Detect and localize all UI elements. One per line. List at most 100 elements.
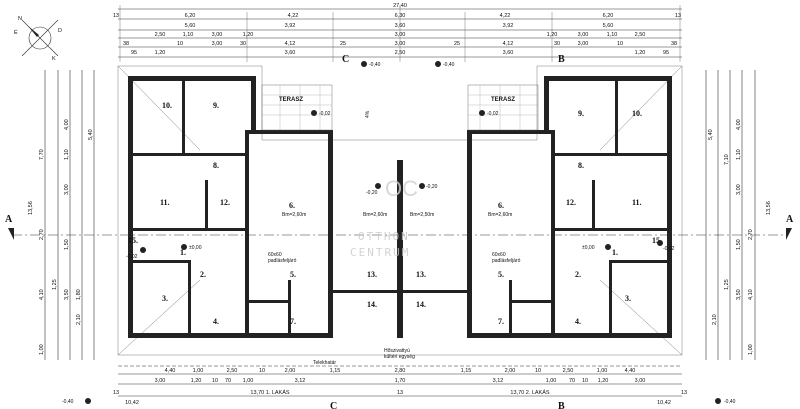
dim-bottom-r2: 1,20: [191, 378, 202, 384]
tile-note: padlásfeljáró: [492, 258, 521, 264]
room-label: 15.: [652, 236, 662, 245]
right-room-labels: 9. 10. 8. 12. 11. 6. 1. 15. 2. 3. 4. 5. …: [410, 109, 662, 326]
dim-top-r4: 3,00: [578, 41, 589, 47]
ceiling-height: Bm=2,60m: [282, 212, 306, 218]
dim-bottom-r1: 1,15: [330, 368, 341, 374]
dim-left: 5,40: [88, 129, 94, 140]
room-label: 9.: [213, 101, 219, 110]
dim-bottom-r2: 3,12: [493, 378, 504, 384]
right-apartment-walls: [397, 76, 672, 338]
dim-bottom-r2: 70: [569, 378, 575, 384]
watermark: OC OTTHON CENTRUM: [350, 176, 418, 259]
dim-top-r3: 1,10: [607, 32, 618, 38]
dim-top-r4: 25: [454, 41, 460, 47]
dim-top-r5: 2,50: [395, 50, 406, 56]
level-terrace-left: -0,02: [319, 111, 331, 117]
dim-top-r3: 1,20: [243, 32, 254, 38]
level-entry-left: -0,02: [126, 254, 138, 260]
room-label: 8.: [578, 161, 584, 170]
dim-total: 27,40: [393, 3, 407, 9]
dim-top-r1: 4,22: [500, 13, 511, 19]
room-label: 4.: [575, 317, 581, 326]
dim-bottom-r1: 1,00: [193, 368, 204, 374]
dim-top-r4: 25: [340, 41, 346, 47]
room-label: 13.: [367, 270, 377, 279]
compass-k: K: [52, 56, 56, 62]
room-label: 15.: [128, 236, 138, 245]
dim-bottom-r1: 4,40: [625, 368, 636, 374]
dim-right: 4,00: [736, 119, 742, 130]
dim-left: 3,50: [64, 289, 70, 300]
dim-left: 13,56: [28, 201, 34, 215]
dim-left: 1,50: [64, 239, 70, 250]
left-apartment-walls: [128, 76, 398, 338]
section-marker-c-top: C: [342, 54, 349, 65]
north-arrow: N É D K: [14, 16, 62, 62]
dim-bottom-r3: 10,42: [657, 400, 671, 406]
dim-top-r5: 1,20: [155, 50, 166, 56]
room-label: 11.: [160, 198, 170, 207]
dim-bottom-r2: 1,00: [243, 378, 254, 384]
room-label: 10.: [632, 109, 642, 118]
dim-bottom-r1: 10: [259, 368, 265, 374]
room-label: 4.: [213, 317, 219, 326]
dim-right: 7,10: [724, 154, 730, 165]
dim-bottom-r2: 10: [582, 378, 588, 384]
dim-top-r4: 4,12: [285, 41, 296, 47]
dim-top-r4: 4,12: [503, 41, 514, 47]
watermark-top: OTTHON: [358, 230, 410, 243]
dim-top-r2: 5,60: [603, 23, 614, 29]
dim-right: 1,10: [736, 149, 742, 160]
slope-label: 4%: [365, 110, 371, 118]
dim-bottom-r1: 1,15: [461, 368, 472, 374]
dim-top-r5: 95: [131, 50, 137, 56]
room-label: 10.: [162, 101, 172, 110]
room-label: 2.: [575, 270, 581, 279]
dim-left: 7,70: [39, 149, 45, 160]
level-floor-right: ±0,00: [582, 245, 595, 251]
dim-top-r2: 3,92: [503, 23, 514, 29]
room-label: 6.: [498, 201, 504, 210]
watermark-bottom: CENTRUM: [350, 246, 410, 259]
dim-bottom-r3: 13: [681, 390, 687, 396]
dim-top-r2: 3,92: [285, 23, 296, 29]
dim-bottom-r1: 2,80: [395, 368, 406, 374]
dim-right: 1,00: [748, 344, 754, 355]
dim-top-r5: 3,60: [285, 50, 296, 56]
section-marker-a-right: A: [786, 214, 794, 225]
heat-pump-label: Hőszivattyú: [384, 348, 410, 354]
ceiling-height: Bm=2,50m: [410, 212, 434, 218]
room-label: 5.: [290, 270, 296, 279]
dim-bottom-r1: 2,50: [563, 368, 574, 374]
left-room-labels: 10. 9. 8. 11. 12. 6. 15. 1. 2. 3. 4. 5. …: [128, 101, 387, 326]
room-label: 14.: [416, 300, 426, 309]
dim-top-r4: 30: [240, 41, 246, 47]
dim-right: 3,50: [736, 289, 742, 300]
section-line-a: A A: [5, 214, 794, 240]
ceiling-height: Bm=2,60m: [363, 212, 387, 218]
terrace-left: TERASZ: [261, 84, 333, 131]
dim-top-r1: 6,30: [395, 13, 406, 19]
dim-top-r4: 3,00: [212, 41, 223, 47]
level-center-right: -0,20: [426, 184, 438, 190]
dim-bottom-r1: 10: [535, 368, 541, 374]
dim-top-r4: 3,00: [395, 41, 406, 47]
dim-top-r3: 1,10: [183, 32, 194, 38]
dim-top-r3: 2,50: [635, 32, 646, 38]
room-label: 14.: [367, 300, 377, 309]
dim-bottom-r2: 10: [212, 378, 218, 384]
room-label: 5.: [498, 270, 504, 279]
dim-bottom-r3: 13,70 2. LAKÁS: [510, 389, 549, 396]
dim-bottom-r1: 1,00: [597, 368, 608, 374]
dim-left: 3,00: [64, 184, 70, 195]
dim-top-r1: 6,20: [603, 13, 614, 19]
level-center-left: -0,20: [366, 190, 378, 196]
room-label: 7.: [290, 317, 296, 326]
tile-note: padlásfeljáró: [268, 258, 297, 264]
dim-top-r3: 2,50: [155, 32, 166, 38]
section-marker-c-bottom: C: [330, 401, 337, 409]
compass-n: N: [18, 16, 22, 22]
dim-bottom-r1: 2,00: [505, 368, 516, 374]
dim-left: 1,10: [64, 149, 70, 160]
dim-left: 4,00: [64, 119, 70, 130]
